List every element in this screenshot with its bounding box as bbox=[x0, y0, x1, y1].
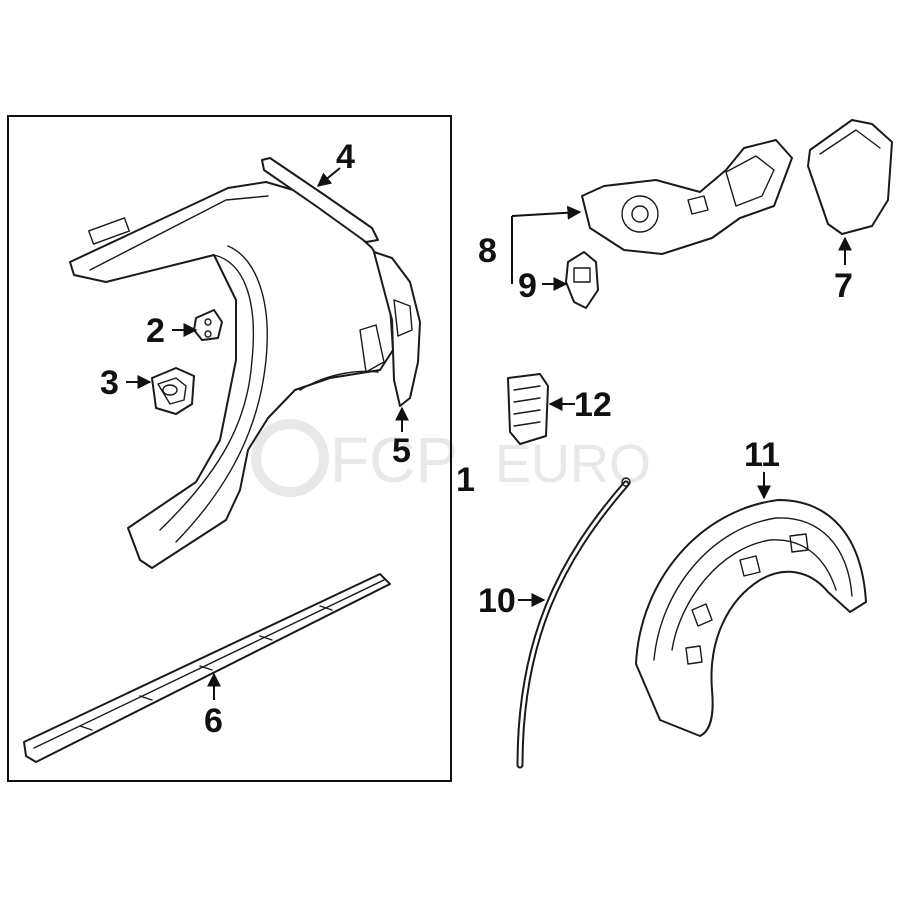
callout-2: 2 bbox=[146, 312, 165, 350]
leader-lines bbox=[126, 167, 852, 700]
wheel-liner-part-11 bbox=[635, 499, 867, 737]
molding-strip-part-4 bbox=[261, 157, 379, 243]
drain-tube-part-10 bbox=[516, 477, 631, 769]
callout-4: 4 bbox=[336, 138, 355, 176]
bracket-part-2 bbox=[193, 309, 223, 341]
callout-1: 1 bbox=[456, 461, 475, 499]
watermark: FCP EURO bbox=[251, 419, 651, 497]
callout-5: 5 bbox=[392, 432, 411, 470]
callout-7: 7 bbox=[834, 267, 853, 305]
watermark-brand-prefix: FCP bbox=[330, 424, 458, 496]
callout-6: 6 bbox=[204, 702, 223, 740]
callout-10: 10 bbox=[478, 582, 516, 620]
callout-8: 8 bbox=[478, 232, 497, 270]
callouts: 1 2 3 4 5 6 7 8 9 10 11 12 bbox=[100, 138, 853, 740]
rocker-sill-part-6 bbox=[23, 573, 391, 763]
callout-11: 11 bbox=[744, 436, 780, 474]
callout-12: 12 bbox=[574, 386, 612, 424]
watermark-logo-icon bbox=[251, 419, 329, 497]
actuator-part-9 bbox=[565, 251, 599, 309]
fuel-pocket-part-3 bbox=[151, 367, 195, 415]
fuel-filler-housing-part-8 bbox=[581, 139, 793, 255]
callout-9: 9 bbox=[518, 267, 537, 305]
inner-bracket-part-5 bbox=[373, 251, 421, 407]
fuel-door-part-7 bbox=[807, 119, 893, 235]
callout-3: 3 bbox=[100, 364, 119, 402]
vent-part-12 bbox=[507, 373, 549, 445]
assembly-frame bbox=[7, 115, 452, 782]
